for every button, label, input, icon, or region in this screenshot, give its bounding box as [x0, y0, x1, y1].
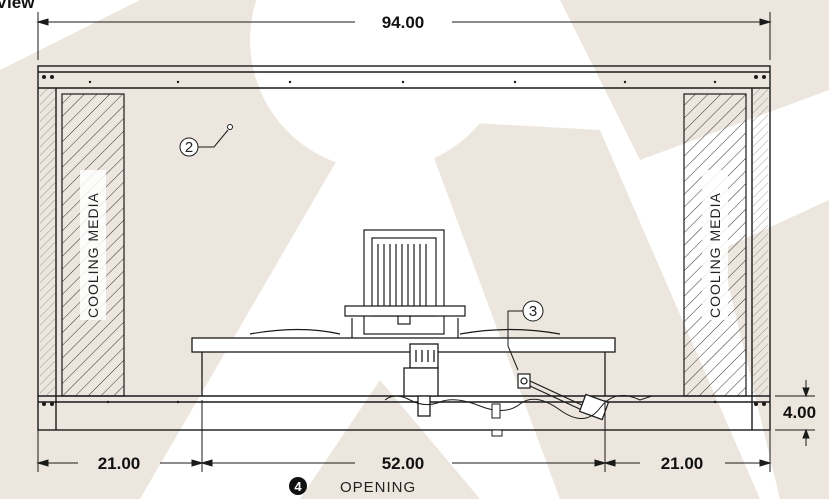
opening-label: OPENING	[340, 479, 416, 496]
opening-number: 4	[294, 479, 302, 494]
overall-width-text: 94.00	[382, 13, 425, 32]
center-opening-width-text: 52.00	[382, 454, 425, 473]
base-height-dimension	[775, 380, 815, 446]
corner-posts	[42, 75, 766, 406]
motor	[363, 229, 445, 335]
drain-fittings	[491, 403, 503, 437]
fan-assembly	[249, 305, 561, 338]
bottom-dimensions	[36, 400, 772, 472]
callout-3	[507, 300, 544, 371]
left-media-width-text: 21.00	[98, 454, 141, 473]
water-line	[384, 395, 653, 419]
right-side-panel	[752, 88, 768, 396]
base-height-text: 4.00	[783, 403, 816, 422]
left-media-label: COOLING MEDIA	[85, 192, 101, 318]
watermark-circle	[250, 0, 510, 170]
view-label: View	[0, 0, 35, 12]
left-side-panel	[40, 88, 56, 396]
right-media-width-text: 21.00	[661, 454, 704, 473]
right-media-label: COOLING MEDIA	[707, 192, 723, 318]
callout-3-text: 3	[529, 303, 537, 320]
callout-2-text: 2	[185, 139, 193, 156]
opening-badge	[289, 477, 307, 495]
callout-2	[179, 124, 233, 157]
overall-width-dimension	[36, 12, 772, 60]
